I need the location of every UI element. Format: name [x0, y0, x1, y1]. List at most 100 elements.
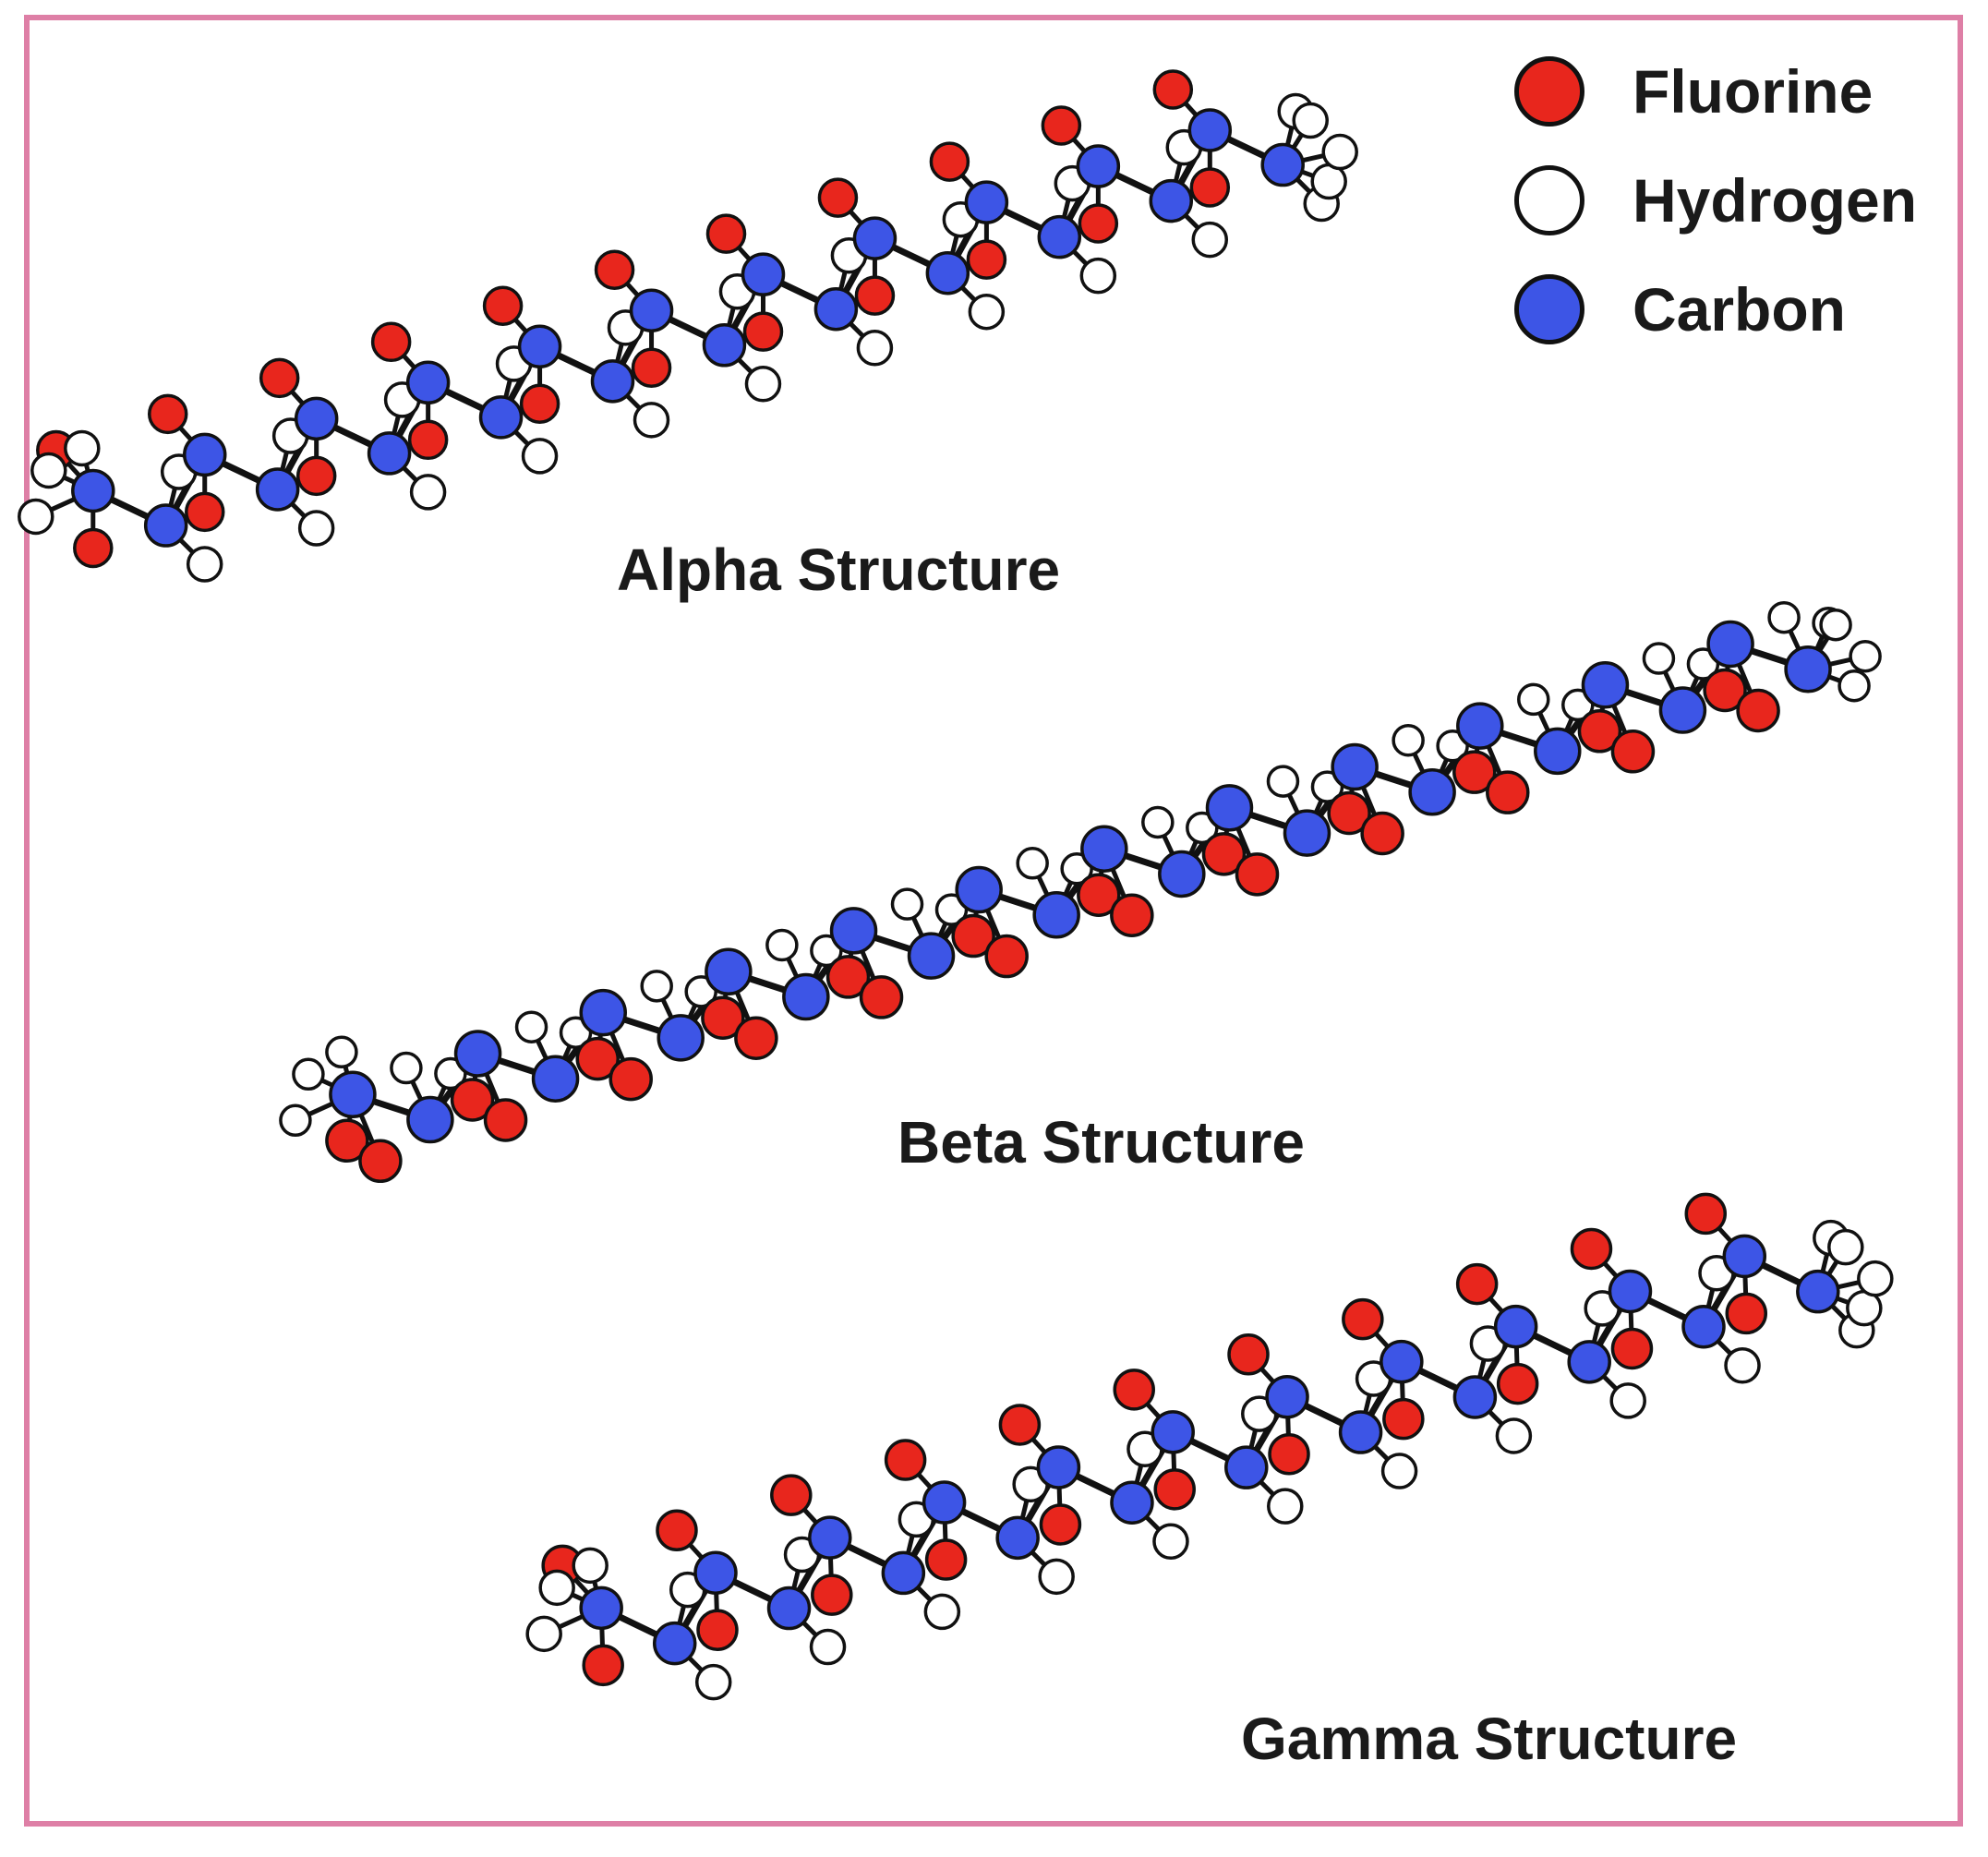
fluorine-atom [1113, 1369, 1155, 1411]
hydrogen-atom [1267, 1488, 1304, 1525]
hydrogen-atom [1392, 724, 1425, 757]
fluorine-atom [482, 285, 524, 327]
fluorine-atom [358, 1139, 403, 1184]
carbon-atom [1608, 1269, 1653, 1314]
fluorine-atom [951, 913, 995, 959]
carbon-atom [1037, 214, 1082, 259]
hydrogen-atom [1321, 133, 1358, 171]
carbon-atom [852, 216, 898, 260]
hydrogen-atom [1724, 1347, 1761, 1384]
fluorine-atom [701, 995, 745, 1040]
fluorine-atom [325, 1118, 369, 1164]
hydrogen-atom [1292, 102, 1329, 139]
fluorine-atom [1039, 1503, 1082, 1546]
hydrogen-atom [390, 1051, 423, 1085]
fluorine-atom [450, 1078, 495, 1122]
carbon-atom [657, 1014, 705, 1062]
carbon-atom [702, 323, 747, 368]
fluorine-atom [742, 311, 784, 352]
fluorine-atom [1153, 1468, 1196, 1511]
carbon-atom [294, 396, 339, 441]
fluorine-atom [1342, 1297, 1384, 1341]
hydrogen-atom [923, 1593, 961, 1631]
hydrogen-atom [640, 970, 673, 1003]
fluorine-atom [519, 383, 560, 425]
fluorine-atom [1235, 852, 1280, 897]
hydrogen-atom [538, 1569, 575, 1607]
hydrogen-atom [525, 1615, 562, 1653]
carbon-atom [1456, 702, 1504, 750]
legend: Fluorine Hydrogen Carbon [1514, 37, 1917, 364]
carbon-atom [1706, 620, 1754, 669]
fluorine-atom [1078, 203, 1119, 244]
fluorine-atom [1227, 1333, 1270, 1376]
fluorine-atom [825, 955, 871, 999]
carbon-atom [782, 972, 830, 1021]
hydrogen-atom [1819, 608, 1852, 642]
fluorine-atom [1684, 1192, 1728, 1236]
figure-frame [24, 15, 1963, 1827]
hydrogen-atom [890, 887, 924, 921]
carbon-atom [1149, 178, 1194, 223]
carbon-atom [182, 432, 227, 477]
hydrogen-atom [1517, 682, 1550, 717]
carbon-atom [405, 360, 451, 405]
fluorine-atom [1610, 1327, 1654, 1370]
fluorine-atom [1577, 709, 1622, 754]
carbon-atom [1567, 1340, 1611, 1384]
carbon-atom [1158, 850, 1206, 898]
hydrogen-atom [1837, 669, 1871, 703]
hydrogen-atom [297, 510, 335, 547]
hydrogen-atom [186, 546, 223, 583]
fluorine-atom [884, 1439, 927, 1481]
fluorine-atom [1455, 1262, 1499, 1306]
carbon-atom [1205, 784, 1254, 832]
fluorine-atom [1496, 1362, 1539, 1405]
carbon-atom [808, 1515, 852, 1560]
carbon-atom [1032, 891, 1080, 939]
carbon-atom [1331, 742, 1379, 791]
hydrogen-atom [325, 1035, 358, 1069]
carbon-atom [693, 1550, 738, 1595]
fluorine-atom [929, 141, 970, 182]
carbon-atom [1722, 1234, 1767, 1279]
hydrogen-atom [968, 293, 1006, 331]
fluorine-atom [1077, 873, 1121, 917]
carbon-atom [881, 1550, 926, 1596]
fluorine-atom [984, 934, 1029, 979]
carbon-atom [995, 1515, 1040, 1561]
fluorine-atom [73, 527, 114, 569]
fluorine-atom [184, 491, 225, 533]
carbon-atom [517, 324, 562, 369]
carbon-atom [1408, 768, 1456, 816]
hydrogen-atom [694, 1663, 732, 1701]
fluorine-atom [1570, 1227, 1613, 1271]
hydrogen-atom [856, 329, 894, 367]
carbon-atom [766, 1586, 812, 1631]
carbon-atom [1080, 825, 1128, 873]
carbon-atom [1581, 661, 1630, 709]
hydrogen-atom [1141, 805, 1175, 839]
hydrogen-atom [765, 928, 799, 962]
hydrogen-atom [18, 498, 54, 536]
fluorine-atom [1360, 811, 1404, 856]
fluorine-atom [817, 177, 859, 218]
hydrogen-atom [64, 429, 101, 467]
carbon-atom [367, 431, 412, 476]
hydrogen-atom [1380, 1453, 1418, 1489]
fluorine-atom [1041, 105, 1082, 146]
fluorine-atom [259, 357, 300, 399]
hydrogen-atom [279, 1103, 312, 1138]
fluorine-atom [483, 1098, 528, 1142]
fluorine-atom [734, 1016, 778, 1060]
legend-item-fluorine: Fluorine [1514, 37, 1917, 146]
fluorine-atom [811, 1574, 853, 1616]
fluorine-atom [1327, 790, 1371, 836]
hydrogen-atom [1266, 765, 1300, 798]
fluorine-atom [854, 275, 896, 316]
fluorine-atom [1189, 167, 1231, 208]
fluorine-atom [1382, 1397, 1425, 1441]
carbon-atom [1265, 1375, 1309, 1419]
fluorine-atom [859, 975, 904, 1019]
